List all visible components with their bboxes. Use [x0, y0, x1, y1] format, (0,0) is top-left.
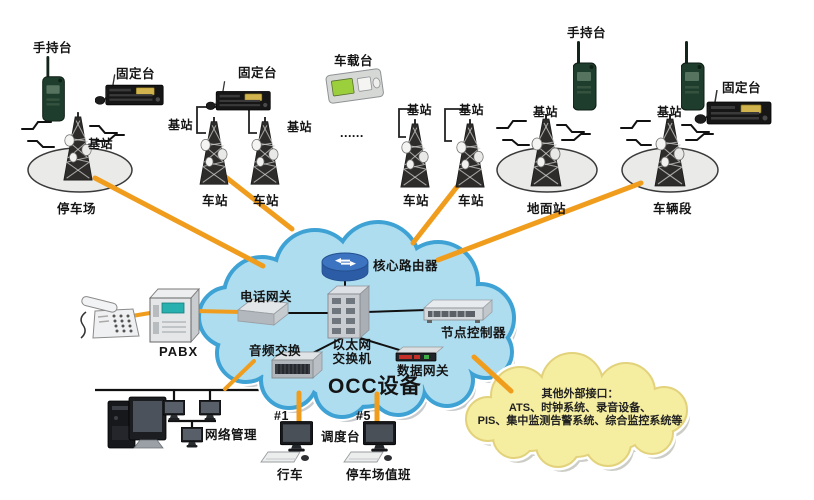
- label-handheld-left: 手持台: [33, 41, 73, 55]
- label-dispatch-console: 调度台: [321, 430, 361, 444]
- link-parking-to-cloud: [92, 175, 266, 269]
- label-handheld-right: 手持台: [567, 26, 607, 40]
- external-interfaces-line3: PIS、集中监测告警系统、综合监控系统等: [477, 415, 683, 427]
- label-ellipsis: ......: [340, 126, 364, 140]
- label-site-station-2: 车站: [253, 194, 280, 208]
- label-ethernet-switch-line1: 以太网: [332, 338, 372, 352]
- phone-gateway-icon: [236, 298, 290, 326]
- label-pabx: PABX: [159, 344, 199, 359]
- handheld-radio-left-icon: [42, 56, 65, 122]
- ethernet-switch-icon: [326, 285, 371, 339]
- console-1-icon: [260, 421, 313, 463]
- link-station1-to-cloud: [215, 168, 295, 232]
- label-base-6: 基站: [533, 105, 559, 119]
- lan-monitor-2-icon: [199, 400, 221, 421]
- vehicle-radio-icon: [325, 68, 384, 104]
- label-train-console: 行车: [277, 468, 304, 482]
- pabx-icon: [148, 287, 201, 344]
- label-base-2: 基站: [168, 118, 194, 132]
- data-gateway-icon: [394, 346, 445, 362]
- tower-station1-icon: [199, 117, 229, 186]
- label-vehicle-station: 车载台: [334, 54, 374, 68]
- label-base-3: 基站: [287, 120, 313, 134]
- link-cloud-to-external: [471, 354, 514, 394]
- label-data-gateway: 数据网关: [397, 364, 450, 378]
- orange-links: [92, 168, 644, 427]
- label-phone-gateway: 电话网关: [240, 290, 293, 304]
- label-site-parking: 停车场: [57, 202, 97, 216]
- label-base-7: 基站: [657, 105, 683, 119]
- label-base-4: 基站: [407, 103, 433, 117]
- label-ethernet-switch-line2: 交换机: [332, 352, 372, 366]
- label-fixed-mid: 固定台: [238, 66, 278, 80]
- label-console-1: #1: [274, 409, 289, 423]
- label-site-ground: 地面站: [527, 202, 567, 216]
- tower-depot-icon: [653, 113, 687, 188]
- handheld-radio-right2-icon: [681, 40, 705, 111]
- audio-switch-icon: [270, 351, 324, 379]
- node-controller-icon: [422, 299, 494, 323]
- tower-station2-icon: [250, 117, 280, 186]
- label-audio-switch: 音频交换: [249, 344, 302, 358]
- tower-station3-icon: [399, 119, 431, 189]
- label-parking-duty-console: 停车场值班: [346, 468, 412, 482]
- radio-wave-squiggles: [21, 120, 714, 148]
- core-router-icon: [321, 252, 369, 282]
- handheld-radio-right1-icon: [573, 40, 597, 111]
- fixed-station-mid-icon: [206, 80, 271, 111]
- label-node-controller: 节点控制器: [441, 326, 507, 340]
- label-site-station-4: 车站: [458, 194, 485, 208]
- external-interfaces-text: 其他外部接口： ATS、时钟系统、录音设备、 PIS、集中监测告警系统、综合监控…: [455, 388, 705, 429]
- lan-monitor-3-icon: [181, 427, 203, 448]
- label-site-station-1: 车站: [202, 194, 229, 208]
- coverage-ellipses: [27, 147, 719, 193]
- label-fixed-left: 固定台: [116, 67, 156, 81]
- label-network-management: 网络管理: [205, 428, 258, 442]
- label-console-5: #5: [356, 409, 371, 423]
- label-site-station-3: 车站: [403, 194, 430, 208]
- label-site-depot: 车辆段: [653, 202, 693, 216]
- console-5-icon: [343, 421, 396, 463]
- link-depot-to-cloud: [435, 180, 644, 263]
- link-audio-to-lan: [223, 359, 256, 391]
- label-core-router: 核心路由器: [373, 259, 439, 273]
- telephone-icon: [80, 296, 140, 339]
- tower-station4-icon: [454, 119, 486, 189]
- label-base-1: 基站: [88, 137, 114, 151]
- external-interfaces-line1: 其他外部接口：: [541, 388, 619, 400]
- external-interfaces-line2: ATS、时钟系统、录音设备、: [508, 401, 652, 414]
- label-occ-title: OCC设备: [328, 375, 422, 398]
- network-management-computer-icon: [107, 396, 167, 449]
- label-fixed-right: 固定台: [722, 81, 762, 95]
- label-base-5: 基站: [459, 103, 485, 117]
- link-pabx-to-gateway: [194, 309, 244, 314]
